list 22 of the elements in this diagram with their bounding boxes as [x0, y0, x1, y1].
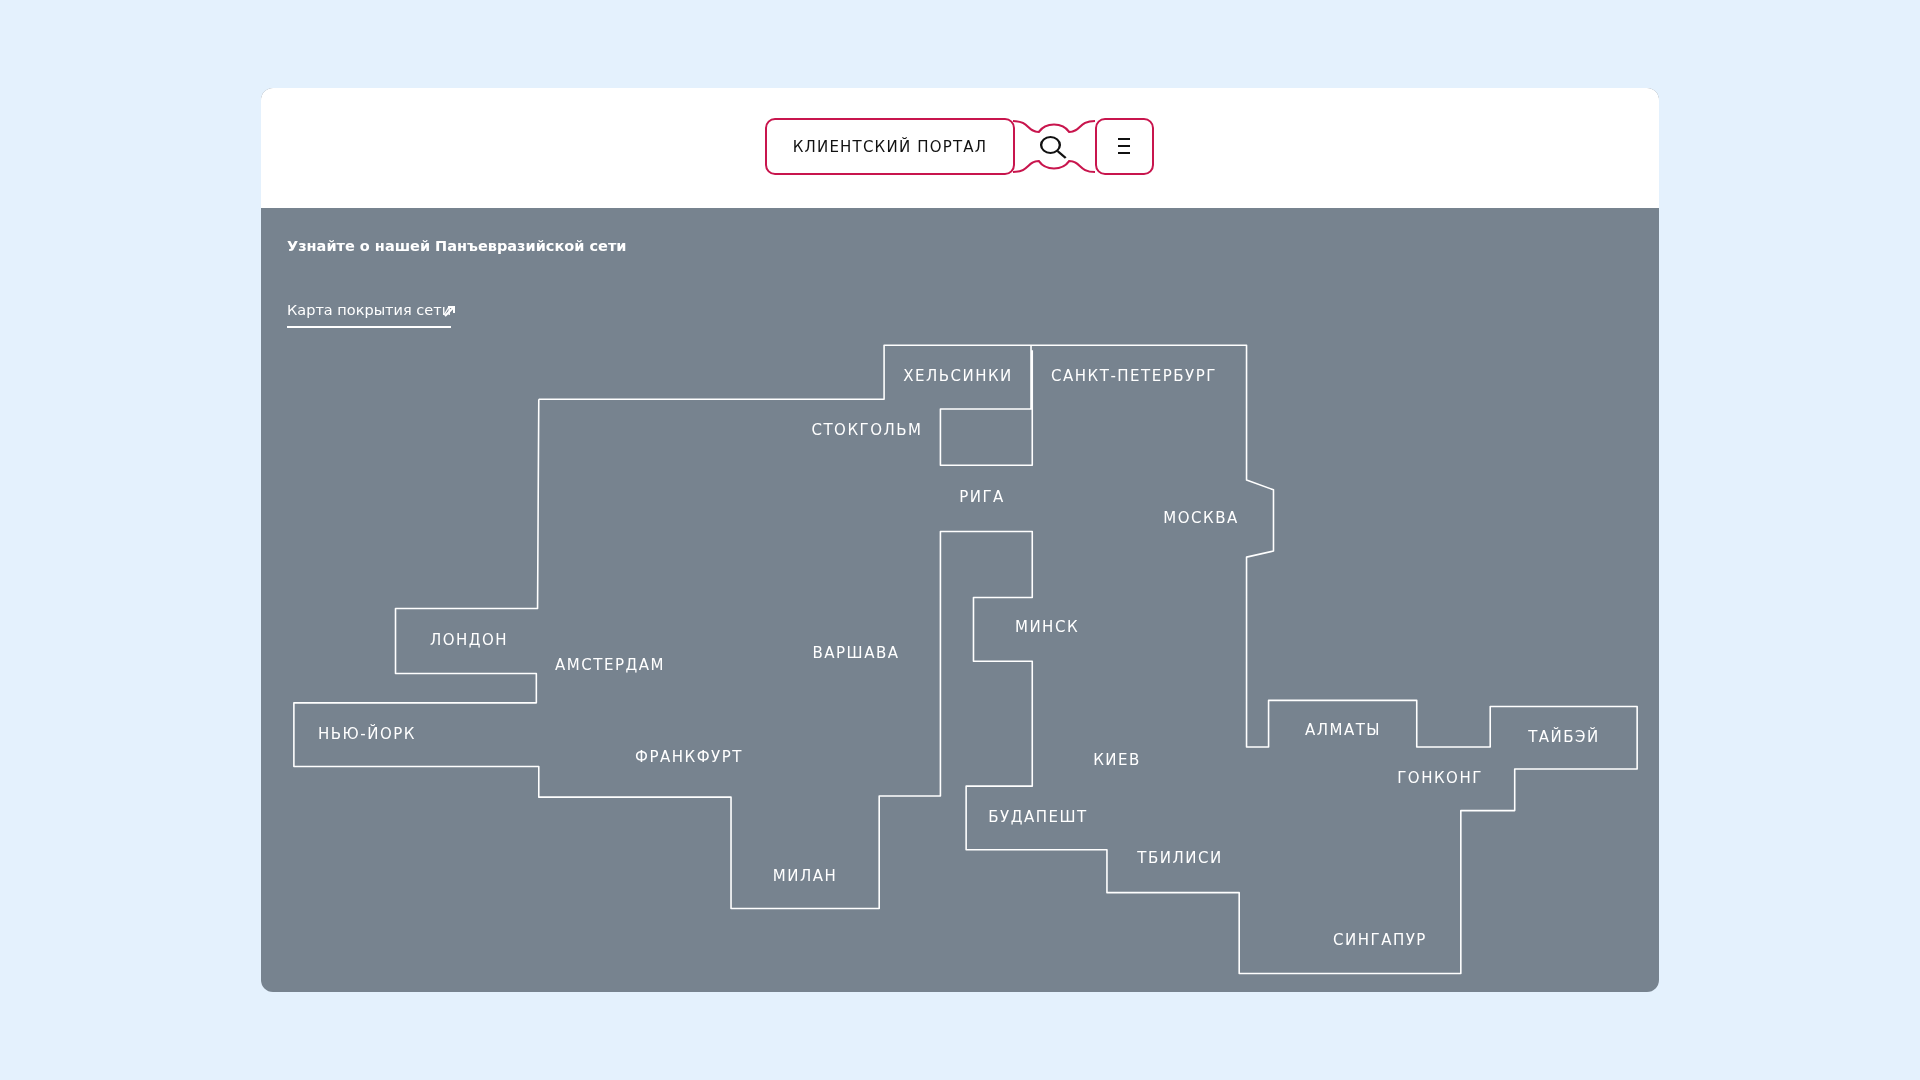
section-heading: Узнайте о нашей Панъевразийской сети	[287, 238, 627, 254]
city-label: ТАЙБЭЙ	[1528, 728, 1600, 746]
city-label: СИНГАПУР	[1333, 931, 1427, 949]
city-label: ФРАНКФУРТ	[635, 748, 743, 766]
city-label: МИЛАН	[772, 867, 838, 885]
city-label: РИГА	[959, 488, 1005, 506]
city-label: ЛОНДОН	[429, 631, 509, 649]
client-portal-button: КЛИЕНТСКИЙ ПОРТАЛ	[765, 118, 1015, 175]
city-label: ТБИЛИСИ	[1137, 849, 1223, 867]
coverage-map-link: Карта покрытия сети	[287, 302, 452, 328]
city-label: САНКТ-ПЕТЕРБУРГ	[1051, 367, 1217, 385]
city-label: КИЕВ	[1093, 751, 1141, 769]
city-label: ХЕЛЬСИНКИ	[903, 367, 1013, 385]
city-label: БУДАПЕШТ	[988, 808, 1088, 826]
city-label: МИНСК	[1014, 618, 1080, 636]
city-label: НЬЮ-ЙОРК	[318, 725, 416, 743]
city-label: АМСТЕРДАМ	[555, 656, 665, 674]
city-label: МОСКВА	[1163, 509, 1239, 527]
city-label: ВАРШАВА	[812, 644, 900, 662]
city-label: АЛМАТЫ	[1304, 721, 1382, 739]
city-label: ГОНКОНГ	[1397, 769, 1483, 787]
city-label: СТОКГОЛЬМ	[811, 421, 923, 439]
